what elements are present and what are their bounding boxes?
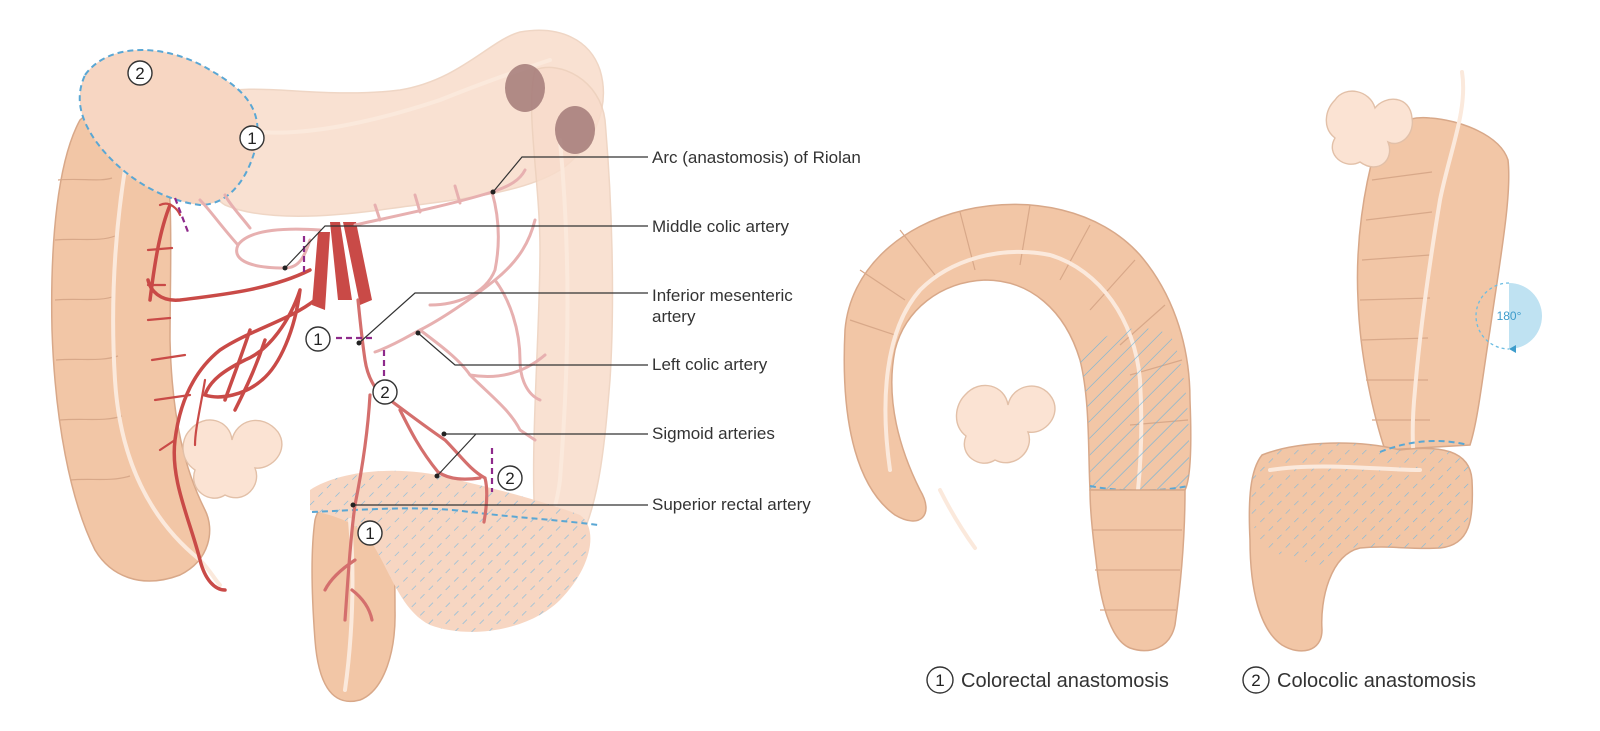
tumor-2 <box>555 106 595 154</box>
arched-hatch-region <box>1080 328 1189 490</box>
vertical-colon <box>1357 118 1508 450</box>
marker-2-hepatic: 2 <box>128 61 152 85</box>
tumor-1 <box>505 64 545 112</box>
colocolic-anastomosis-figure: 180° <box>1249 72 1542 651</box>
label-sigmoid: Sigmoid arteries <box>652 424 775 443</box>
svg-text:1: 1 <box>365 524 374 543</box>
lower-colon-hatch <box>1251 443 1472 568</box>
leader-dot-middle-colic <box>283 266 288 271</box>
svg-text:Colocolic anastomosis: Colocolic anastomosis <box>1277 670 1476 692</box>
label-middle-colic: Middle colic artery <box>652 217 789 236</box>
marker-1-ima: 1 <box>306 327 330 351</box>
middle-colic-artery <box>237 229 320 268</box>
svg-text:1: 1 <box>935 671 944 690</box>
marker-1-transverse: 1 <box>240 126 264 150</box>
leader-dot-inferior-mesenteric <box>357 341 362 346</box>
label-inferior-mesenteric-1: Inferior mesenteric <box>652 286 793 305</box>
rotation-label: 180° <box>1497 309 1522 323</box>
marker-2-sigmoid: 2 <box>498 466 522 490</box>
leader-dot-sigmoid-2 <box>435 474 440 479</box>
marker-1-rectal: 1 <box>358 521 382 545</box>
leader-dot-sigmoid-1 <box>442 432 447 437</box>
svg-text:1: 1 <box>247 129 256 148</box>
middle-small-bowel <box>956 385 1054 463</box>
leader-dot-left-colic <box>416 331 421 336</box>
label-inferior-mesenteric-2: artery <box>652 307 696 326</box>
label-left-colic: Left colic artery <box>652 355 768 374</box>
legend-colocolic: 2 Colocolic anastomosis <box>1243 667 1476 693</box>
arched-appendage <box>940 490 975 548</box>
svg-text:2: 2 <box>135 64 144 83</box>
svg-text:2: 2 <box>380 383 389 402</box>
svg-text:2: 2 <box>505 469 514 488</box>
leader-dot-riolan <box>491 190 496 195</box>
marker-2-left-colic: 2 <box>373 380 397 404</box>
colorectal-anastomosis-figure <box>844 204 1191 650</box>
legend-colorectal: 1 Colorectal anastomosis <box>927 667 1169 693</box>
leader-left-colic <box>418 333 648 365</box>
label-riolan: Arc (anastomosis) of Riolan <box>652 148 861 167</box>
legend: 1 Colorectal anastomosis 2 Colocolic ana… <box>927 667 1476 693</box>
main-colon-figure: 2 1 1 2 2 1 Arc (anastomosis) of Riolan … <box>52 30 861 701</box>
label-superior-rectal: Superior rectal artery <box>652 495 811 514</box>
svg-text:2: 2 <box>1251 671 1260 690</box>
svg-text:Colorectal anastomosis: Colorectal anastomosis <box>961 670 1169 692</box>
right-colic-artery <box>148 270 310 300</box>
svg-text:1: 1 <box>313 330 322 349</box>
small-bowel-loop <box>183 420 282 498</box>
leader-dot-superior-rectal <box>351 503 356 508</box>
